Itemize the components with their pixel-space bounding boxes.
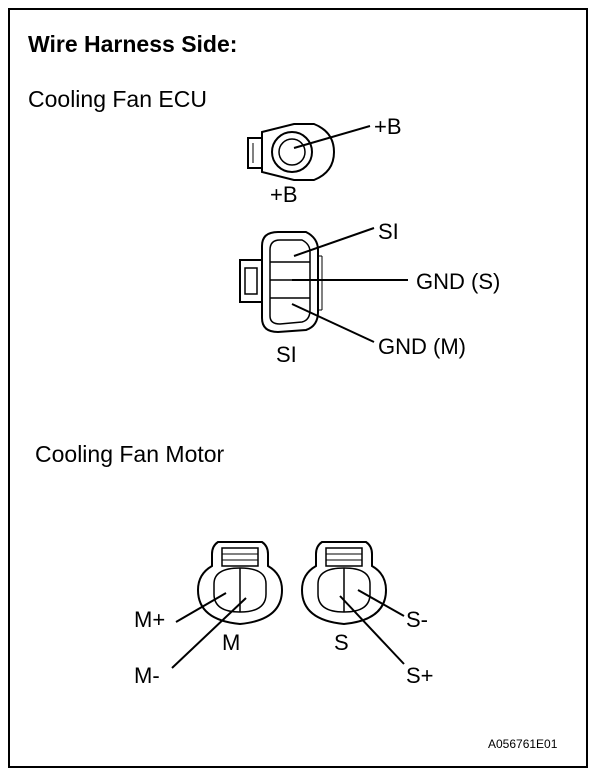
motor-s-plus-label: S+ (406, 663, 434, 688)
ecu-plusb-pin-label: +B (374, 114, 402, 139)
diagram-frame (8, 8, 588, 768)
ecu-plusb-face-label: +B (270, 182, 298, 207)
ecu-si-pin-label: SI (378, 219, 399, 244)
motor-m-face-label: M (222, 630, 240, 655)
motor-s-minus-label: S- (406, 607, 428, 632)
motor-connector-s (300, 541, 405, 665)
figure-code: A056761E01 (488, 737, 558, 751)
title: Wire Harness Side: (28, 31, 237, 57)
ecu-connector-plusb (247, 123, 371, 181)
motor-m-minus-label: M- (134, 663, 160, 688)
ecu-gnd-s-pin-label: GND (S) (416, 269, 500, 294)
ecu-connector-si (239, 227, 408, 343)
ecu-heading: Cooling Fan ECU (28, 86, 207, 112)
motor-heading: Cooling Fan Motor (35, 441, 225, 467)
motor-s-face-label: S (334, 630, 349, 655)
motor-m-plus-label: M+ (134, 607, 165, 632)
motor-connector-m (171, 541, 284, 669)
ecu-gnd-m-pin-label: GND (M) (378, 334, 466, 359)
ecu-si-face-label: SI (276, 342, 297, 367)
